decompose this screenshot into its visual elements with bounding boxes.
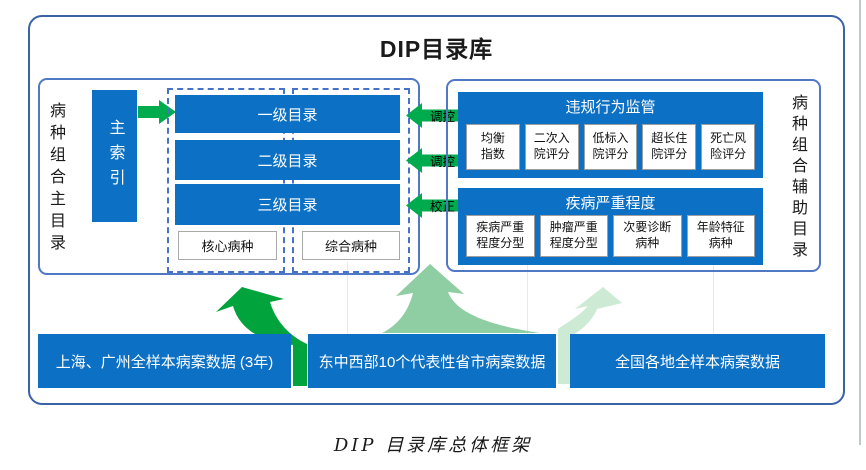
violation-supervision-items: 均衡 指数 二次入 院评分 低标入 院评分 超长住 院评分 死亡风 险评分 xyxy=(466,124,755,170)
auxiliary-catalog-panel xyxy=(446,79,821,272)
data-source-box-nationwide: 全国各地全样本病案数据 xyxy=(570,334,825,388)
main-index-label: 主索引 xyxy=(106,118,124,194)
regulate-arrow-1: 调控 xyxy=(406,103,462,128)
overlong-stay-score-item: 超长住 院评分 xyxy=(642,124,697,170)
faint-column-line xyxy=(713,262,714,334)
correct-arrow: 校正 xyxy=(406,193,462,218)
diagram-title: DIP目录库 xyxy=(379,36,494,62)
secondary-diagnosis-item: 次要诊断 病种 xyxy=(613,215,682,257)
core-disease-box: 核心病种 xyxy=(178,231,277,260)
data-source-box-provinces: 东中西部10个代表性省市病案数据 xyxy=(308,334,556,388)
level-1-catalog-box: 一级目录 xyxy=(175,95,400,133)
disease-severity-typing-item: 疾病严重 程度分型 xyxy=(466,215,535,257)
violation-supervision-title: 违规行为监管 xyxy=(565,99,656,116)
page-edge-line xyxy=(859,0,861,445)
substandard-admission-score-item: 低标入 院评分 xyxy=(583,124,638,170)
faint-column-line xyxy=(527,262,528,334)
main-catalog-side-label: 病种组合主目录 xyxy=(47,102,64,256)
main-catalog-panel xyxy=(38,78,420,275)
regulate-arrow-2: 调控 xyxy=(406,148,462,173)
age-feature-item: 年龄特征 病种 xyxy=(686,215,755,257)
disease-severity-title: 疾病严重程度 xyxy=(565,195,656,212)
level-3-catalog-box: 三级目录 xyxy=(175,184,400,225)
readmission-score-item: 二次入 院评分 xyxy=(524,124,579,170)
balance-index-item: 均衡 指数 xyxy=(466,124,520,170)
level-2-catalog-box: 二级目录 xyxy=(175,140,400,180)
violation-supervision-box: 违规行为监管 均衡 指数 二次入 院评分 低标入 院评分 超长住 院评分 死亡风… xyxy=(458,92,763,178)
tumor-severity-typing-item: 肿瘤严重 程度分型 xyxy=(539,215,608,257)
faint-column-line xyxy=(347,262,348,334)
core-disease-dashed-box xyxy=(167,88,285,273)
auxiliary-catalog-side-label: 病种组合辅助目录 xyxy=(789,94,806,262)
regulate-arrow-2-label: 调控 xyxy=(429,155,455,169)
upflow-arrow-mid-icon xyxy=(382,264,540,333)
comprehensive-disease-dashed-box xyxy=(292,88,410,273)
figure-caption: DIP 目录库总体框架 xyxy=(333,435,533,456)
data-source-box-shanghai-guangzhou: 上海、广州全样本病案数据 (3年) xyxy=(38,334,291,388)
correct-arrow-label: 校正 xyxy=(429,200,455,214)
regulate-arrow-1-label: 调控 xyxy=(429,110,455,124)
disease-severity-items: 疾病严重 程度分型 肿瘤严重 程度分型 次要诊断 病种 年龄特征 病种 xyxy=(466,215,755,257)
death-risk-score-item: 死亡风 险评分 xyxy=(701,124,755,170)
comprehensive-disease-box: 综合病种 xyxy=(302,231,400,260)
main-index-box: 主索引 xyxy=(92,90,137,222)
disease-severity-box: 疾病严重程度 疾病严重 程度分型 肿瘤严重 程度分型 次要诊断 病种 年龄特征 … xyxy=(458,188,763,265)
outer-frame xyxy=(28,15,845,405)
main-index-arrow-icon xyxy=(138,100,176,124)
